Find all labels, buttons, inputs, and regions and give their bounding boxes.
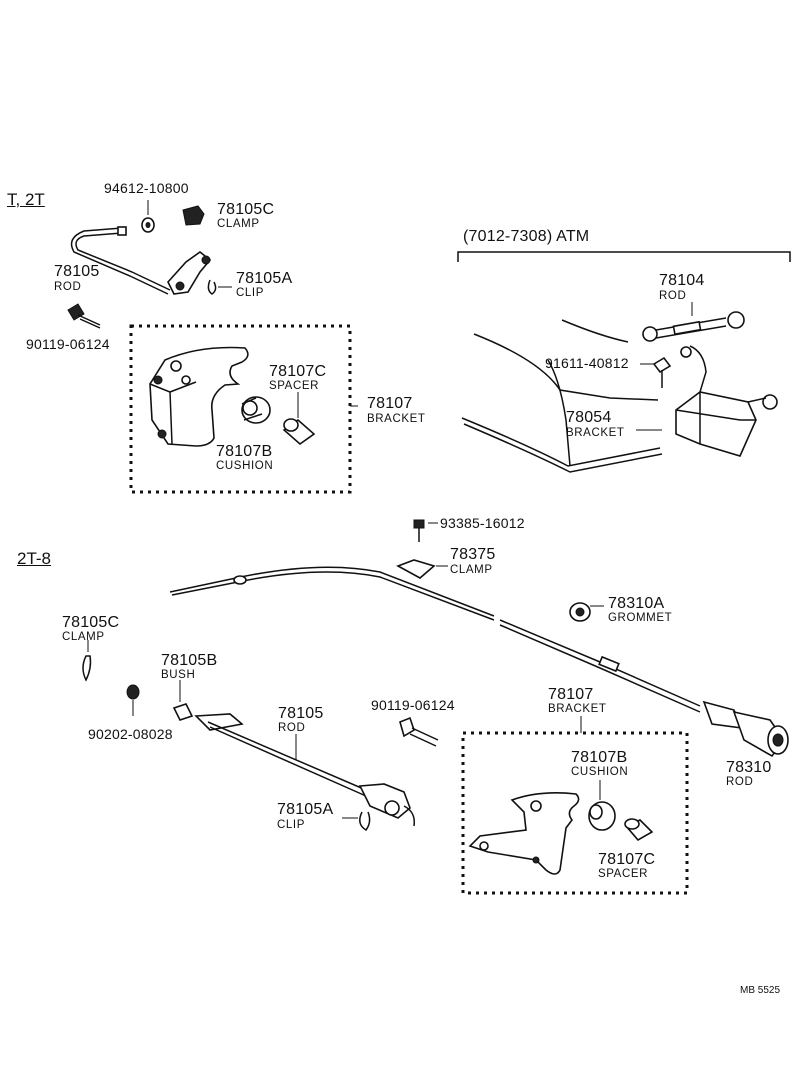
part-78375-name: CLAMP bbox=[450, 564, 493, 576]
bracket-78107-top bbox=[149, 346, 249, 447]
clip-78105a-bottom bbox=[342, 811, 371, 831]
cushion-78107b-top bbox=[241, 396, 271, 424]
transmission-housing bbox=[461, 319, 663, 473]
part-78054-number: 78054 bbox=[566, 409, 612, 426]
clamp-78375 bbox=[396, 559, 448, 579]
part-78310a-name: GROMMET bbox=[608, 612, 673, 624]
grommet-78310a bbox=[569, 602, 604, 622]
part-78105c-name: CLAMP bbox=[217, 218, 260, 230]
part-78054-name: BRACKET bbox=[566, 427, 625, 439]
section-title-2t-8: 2T-8 bbox=[17, 549, 52, 568]
part-90119-bottom-label: 90119-06124 bbox=[371, 697, 455, 713]
spacer-78107c-top bbox=[282, 392, 316, 446]
washer-94612 bbox=[141, 200, 155, 233]
clamp-78105c-top bbox=[182, 205, 205, 226]
part-91611-label: 91611-40812 bbox=[545, 355, 629, 371]
bracket-78107-bottom bbox=[468, 792, 580, 875]
part-78310-name: ROD bbox=[726, 776, 754, 788]
part-78105a-bottom-number: 78105A bbox=[277, 801, 334, 818]
part-78107b-bottom-number: 78107B bbox=[571, 749, 628, 766]
part-78105-number: 78105 bbox=[54, 263, 100, 280]
detail-box-bottom bbox=[461, 731, 689, 895]
part-78104-number: 78104 bbox=[659, 272, 705, 289]
part-78107b-number: 78107B bbox=[216, 443, 273, 460]
part-78105-bottom-name: ROD bbox=[278, 722, 306, 734]
bolt-91611 bbox=[640, 356, 672, 388]
part-78310-number: 78310 bbox=[726, 759, 772, 776]
bracket-78054 bbox=[636, 345, 778, 457]
bracket-link-top bbox=[167, 250, 212, 295]
part-94612-label: 94612-10800 bbox=[104, 180, 189, 196]
part-78104-name: ROD bbox=[659, 290, 687, 302]
section-title-t-2t: T, 2T bbox=[7, 190, 45, 209]
part-78107-name: BRACKET bbox=[367, 413, 426, 425]
part-78107b-name: CUSHION bbox=[216, 460, 274, 472]
part-78375-number: 78375 bbox=[450, 546, 496, 563]
bush-78105b bbox=[172, 680, 194, 721]
spacer-78107c-bottom bbox=[624, 818, 654, 842]
rod-78104 bbox=[642, 302, 745, 342]
part-78310a-number: 78310A bbox=[608, 595, 665, 612]
part-78107-bottom-name: BRACKET bbox=[548, 703, 607, 715]
diagram-code: MB 5525 bbox=[740, 985, 781, 996]
part-78107c-bottom-name: SPACER bbox=[598, 868, 649, 880]
washer-90202 bbox=[126, 684, 140, 716]
knob-78310 bbox=[702, 700, 789, 758]
part-78105c-bottom-name: CLAMP bbox=[62, 631, 105, 643]
part-78105b-number: 78105B bbox=[161, 652, 218, 669]
clip-78105c-bottom bbox=[82, 640, 92, 682]
bolt-93385 bbox=[413, 519, 438, 542]
part-78107-bottom-number: 78107 bbox=[548, 686, 594, 703]
part-90202-label: 90202-08028 bbox=[88, 726, 173, 742]
part-78105a-bottom-name: CLIP bbox=[277, 819, 305, 831]
bolt-90119-top bbox=[67, 303, 101, 329]
part-78105a-name: CLIP bbox=[236, 287, 264, 299]
part-78105c-bottom-number: 78105C bbox=[62, 614, 120, 631]
part-78105c-number: 78105C bbox=[217, 201, 275, 218]
part-78107b-bottom-name: CUSHION bbox=[571, 766, 629, 778]
part-90119-label: 90119-06124 bbox=[26, 336, 110, 352]
section-title-atm: (7012-7308) ATM bbox=[463, 228, 590, 245]
part-78105b-name: BUSH bbox=[161, 669, 196, 681]
part-78107c-bottom-number: 78107C bbox=[598, 851, 656, 868]
part-78107-number: 78107 bbox=[367, 395, 413, 412]
part-78105-bottom-number: 78105 bbox=[278, 705, 324, 722]
part-78105-name: ROD bbox=[54, 281, 82, 293]
part-78105a-number: 78105A bbox=[236, 270, 293, 287]
rod-78105-bottom bbox=[194, 713, 416, 827]
part-93385-label: 93385-16012 bbox=[440, 515, 525, 531]
cushion-78107b-bottom bbox=[588, 780, 616, 831]
clip-78105a-top bbox=[207, 279, 232, 295]
cable-78310 bbox=[169, 566, 701, 713]
atm-bracket-line bbox=[457, 251, 791, 262]
part-78107c-name: SPACER bbox=[269, 380, 320, 392]
bolt-90119-bottom bbox=[399, 716, 439, 747]
part-78107c-number: 78107C bbox=[269, 363, 327, 380]
rod-78105-top bbox=[70, 226, 171, 295]
